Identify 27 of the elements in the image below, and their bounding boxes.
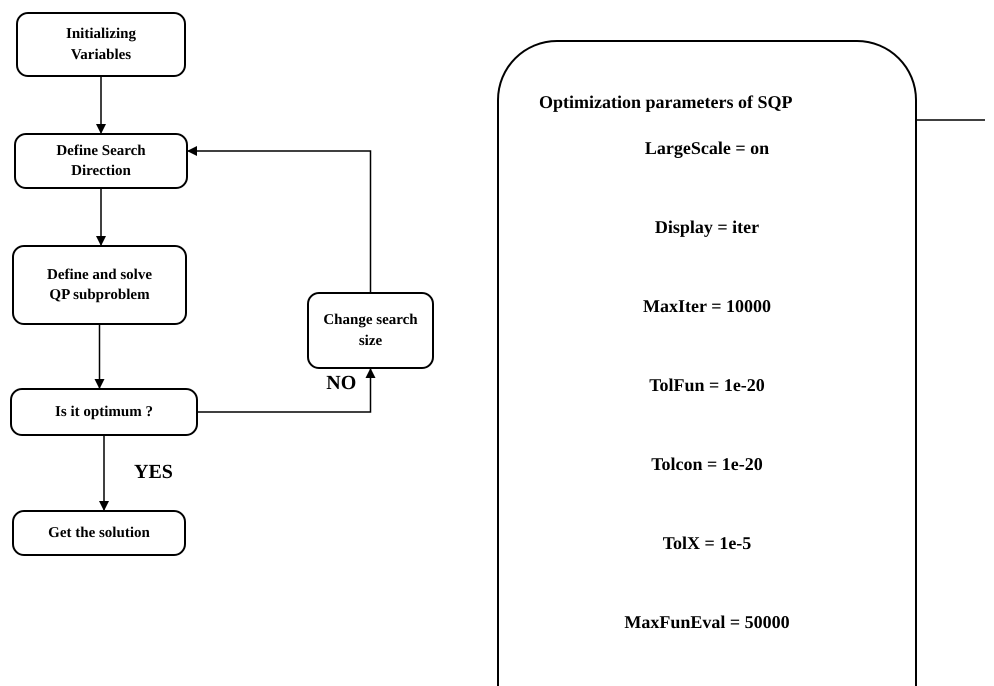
box-text: Is it optimum ? [55, 402, 153, 422]
parameter-text: TolX = 1e-5 [662, 533, 752, 554]
box-text: Initializing Variables [64, 25, 137, 64]
process-box [12, 245, 187, 325]
arrow [96, 189, 106, 246]
box-text: Change search size [322, 311, 419, 350]
panel-heading: Optimization parameters of SQP [539, 92, 792, 113]
parameter-text: TolFun = 1e-20 [648, 375, 766, 396]
parameter-text: Tolcon = 1e-20 [650, 454, 764, 475]
parameter-text: MaxIter = 10000 [642, 296, 772, 317]
arrow [187, 146, 372, 292]
parameter-text: Display = iter [654, 217, 760, 238]
decision-box [10, 388, 198, 436]
arrow [96, 77, 106, 134]
process-box [307, 292, 434, 369]
box-text: Define and solve QP subproblem [46, 266, 153, 305]
process-box [16, 12, 186, 77]
parameters-panel [497, 40, 917, 686]
terminal-box [12, 510, 186, 556]
parameter-text: MaxFunEval = 50000 [623, 612, 791, 633]
arrow [94, 325, 104, 389]
arrow [198, 368, 376, 413]
arrow [99, 436, 109, 511]
box-text: Define Search Direction [55, 142, 147, 181]
process-box [14, 133, 188, 189]
parameter-text: LargeScale = on [644, 138, 770, 159]
box-text: Get the solution [48, 524, 150, 543]
